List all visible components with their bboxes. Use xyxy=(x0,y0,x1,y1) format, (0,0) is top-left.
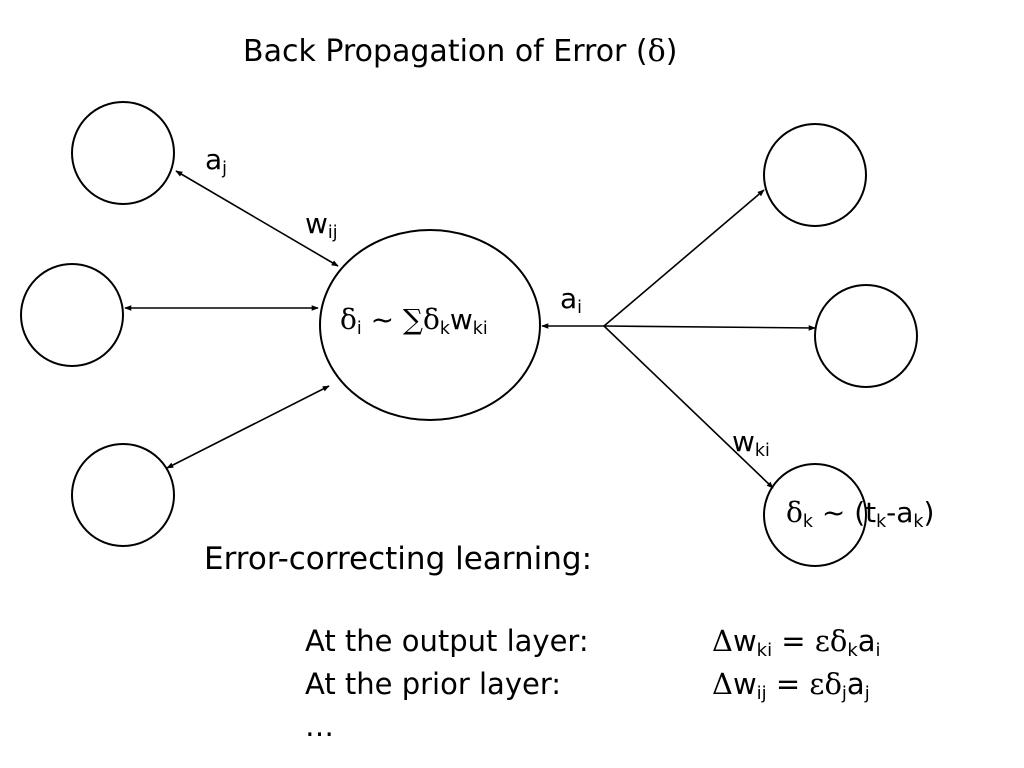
row1-equation: Δwki = εδkai xyxy=(712,624,881,662)
row2-label: At the prior layer: xyxy=(305,667,562,701)
label-a-i: ai xyxy=(560,282,582,318)
connection-top-hidden xyxy=(175,170,339,267)
output-node-top xyxy=(763,123,867,227)
label-w-ki: wki xyxy=(732,425,770,461)
input-node-bottom xyxy=(71,443,175,547)
hidden-node xyxy=(319,229,541,421)
input-node-top xyxy=(71,101,175,205)
output-node-bottom xyxy=(763,463,867,567)
ellipsis: … xyxy=(305,709,334,743)
connection-fork-output-top xyxy=(603,189,765,327)
title-prefix: Back Propagation of Error ( xyxy=(243,34,648,69)
label-w-ij: wij xyxy=(305,207,338,243)
title-suffix: ) xyxy=(665,34,678,69)
input-node-middle xyxy=(20,263,124,367)
output-node-formula: δk ~ (tk-ak) xyxy=(786,496,935,532)
slide-title: Back Propagation of Error (δ) xyxy=(243,37,677,67)
row2-equation: Δwij = εδjaj xyxy=(712,667,870,705)
connection-bottom-hidden xyxy=(166,385,330,469)
connection-fork-output-middle xyxy=(603,325,816,331)
title-delta-symbol: δ xyxy=(647,34,666,69)
row1-label: At the output layer: xyxy=(305,624,589,658)
label-a-j: aj xyxy=(205,143,227,179)
hidden-node-formula: δi ~ ∑δkwki xyxy=(340,303,488,339)
connection-fork-output-bottom xyxy=(603,325,774,489)
learning-heading: Error-correcting learning: xyxy=(204,541,593,577)
output-node-middle xyxy=(814,284,918,388)
